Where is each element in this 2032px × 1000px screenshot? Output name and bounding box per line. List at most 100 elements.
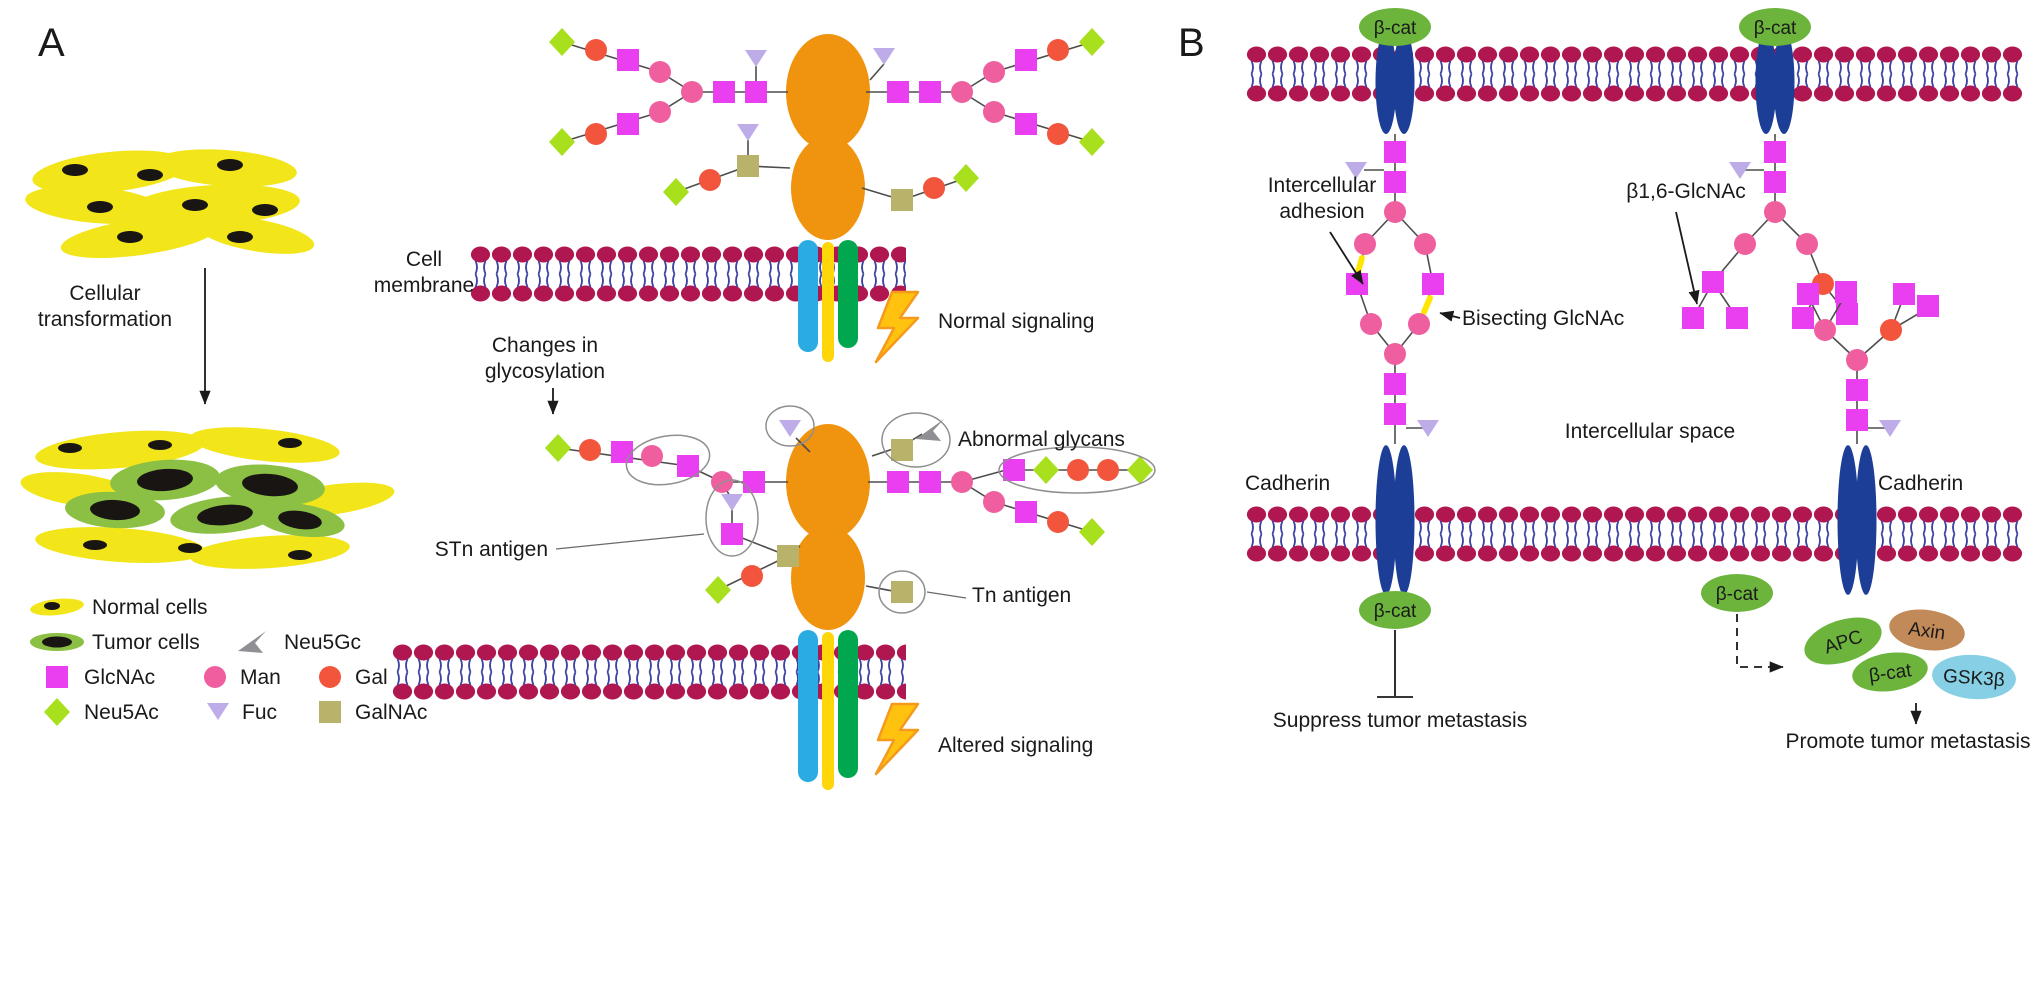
bcat-oval	[1739, 8, 1811, 46]
glcnac-icon	[713, 81, 735, 103]
glcnac-icon	[1015, 49, 1037, 71]
legend: Normal cells Tumor cells Neu5Gc GlcNAc M…	[30, 596, 427, 726]
man-icon	[1384, 201, 1406, 223]
glcnac-icon	[611, 441, 633, 463]
glcnac-icon	[1764, 141, 1786, 163]
neu5ac-icon	[549, 128, 575, 156]
abnormal-outline	[625, 434, 711, 486]
legend-glcnac: GlcNAc	[84, 666, 155, 689]
glycans-normal	[549, 28, 1105, 211]
man-icon	[951, 471, 973, 493]
glycan-branched-top	[1682, 134, 1858, 329]
man-icon	[1764, 201, 1786, 223]
intercellular-adhesion-label-line2: adhesion	[1279, 200, 1364, 223]
man-icon	[641, 445, 663, 467]
panel-a-letter: A	[38, 21, 65, 65]
man-icon	[1384, 343, 1406, 365]
membrane-top-b	[1246, 46, 2024, 102]
gal-icon	[1047, 511, 1069, 533]
bisecting-highlight	[1355, 255, 1365, 275]
galnac-icon	[319, 701, 341, 723]
bcat-label: β-cat	[1716, 584, 1759, 605]
bcat-oval	[1359, 8, 1431, 46]
legend-fuc: Fuc	[242, 701, 277, 724]
transmembrane-rod-blue	[798, 630, 818, 782]
gal-icon	[585, 123, 607, 145]
man-icon	[1814, 319, 1836, 341]
man-icon	[983, 491, 1005, 513]
glcnac-icon	[1384, 141, 1406, 163]
apc-oval	[1804, 617, 1882, 665]
cell-membrane-label-line1: Cell	[406, 248, 442, 271]
bcat-oval	[1852, 652, 1928, 692]
man-icon	[681, 81, 703, 103]
galnac-icon	[891, 189, 913, 211]
bcat-label: β-cat	[1374, 601, 1417, 622]
axin-label: Axin	[1907, 619, 1947, 645]
man-icon	[1354, 233, 1376, 255]
glcnac-icon	[1797, 283, 1819, 305]
normal-cells-cluster	[25, 149, 315, 259]
glcnac-icon	[1015, 501, 1037, 523]
glcnac-icon	[919, 471, 941, 493]
glcnac-icon	[1792, 307, 1814, 329]
man-icon	[1846, 349, 1868, 371]
neu5ac-icon	[549, 28, 575, 56]
abnormal-glycans-label: Abnormal glycans	[958, 428, 1125, 451]
legend-normal-cells: Normal cells	[92, 596, 208, 619]
gal-icon	[1047, 123, 1069, 145]
suppress-label: Suppress tumor metastasis	[1273, 709, 1527, 732]
transmembrane-rod-yellow	[822, 632, 834, 790]
glcnac-icon	[617, 113, 639, 135]
fuc-icon	[779, 420, 801, 437]
legend-neu5gc: Neu5Gc	[284, 631, 361, 654]
normal-signaling-label: Normal signaling	[938, 310, 1094, 333]
altered-signaling-bolt-icon	[874, 702, 920, 776]
glcnac-icon	[1726, 307, 1748, 329]
bisecting-highlight	[1421, 295, 1433, 315]
glcnac-icon	[1003, 459, 1025, 481]
receptor-domain-upper	[786, 424, 870, 540]
b16-glcnac-arrow	[1675, 211, 1700, 305]
altered-signaling-label: Altered signaling	[938, 734, 1093, 757]
glcnac-icon	[1015, 113, 1037, 135]
stn-outline	[705, 479, 759, 557]
tn-antigen-label: Tn antigen	[972, 584, 1071, 607]
promote-label: Promote tumor metastasis	[1785, 730, 2030, 753]
neu5gc-icon	[916, 419, 944, 441]
gal-icon	[1097, 459, 1119, 481]
stn-antigen-label: STn antigen	[435, 538, 548, 561]
glycan-branched-bottom	[1797, 281, 1939, 444]
gal-icon	[1047, 39, 1069, 61]
cadherin-bottom-left	[1375, 445, 1415, 595]
man-icon	[1414, 233, 1436, 255]
legend-galnac: GalNAc	[355, 701, 427, 724]
abnormal-outline	[998, 446, 1156, 494]
bcat-oval	[1701, 574, 1773, 612]
man-icon	[1360, 313, 1382, 335]
fuc-icon	[721, 494, 743, 511]
gal-icon	[319, 666, 341, 688]
neu5ac-icon	[953, 164, 979, 192]
glcnac-icon	[1384, 403, 1406, 425]
neu5ac-icon	[1079, 128, 1105, 156]
glcnac-icon	[1846, 379, 1868, 401]
man-icon	[649, 101, 671, 123]
glcnac-icon	[887, 81, 909, 103]
panel-b-letter: B	[1178, 21, 1205, 65]
legend-man: Man	[240, 666, 281, 689]
galnac-icon	[777, 545, 799, 567]
galnac-icon	[737, 155, 759, 177]
glcnac-icon	[887, 471, 909, 493]
man-icon	[983, 101, 1005, 123]
galnac-icon	[891, 439, 913, 461]
transmembrane-rod-green	[838, 630, 858, 778]
glcnac-icon	[1917, 295, 1939, 317]
glcnac-icon	[721, 523, 743, 545]
bcat-label: β-cat	[1374, 18, 1417, 39]
glcnac-icon	[743, 471, 765, 493]
intercellular-adhesion-label-line1: Intercellular	[1268, 174, 1377, 197]
b16-glcnac-label: β1,6-GlcNAc	[1626, 180, 1745, 203]
man-icon	[951, 81, 973, 103]
